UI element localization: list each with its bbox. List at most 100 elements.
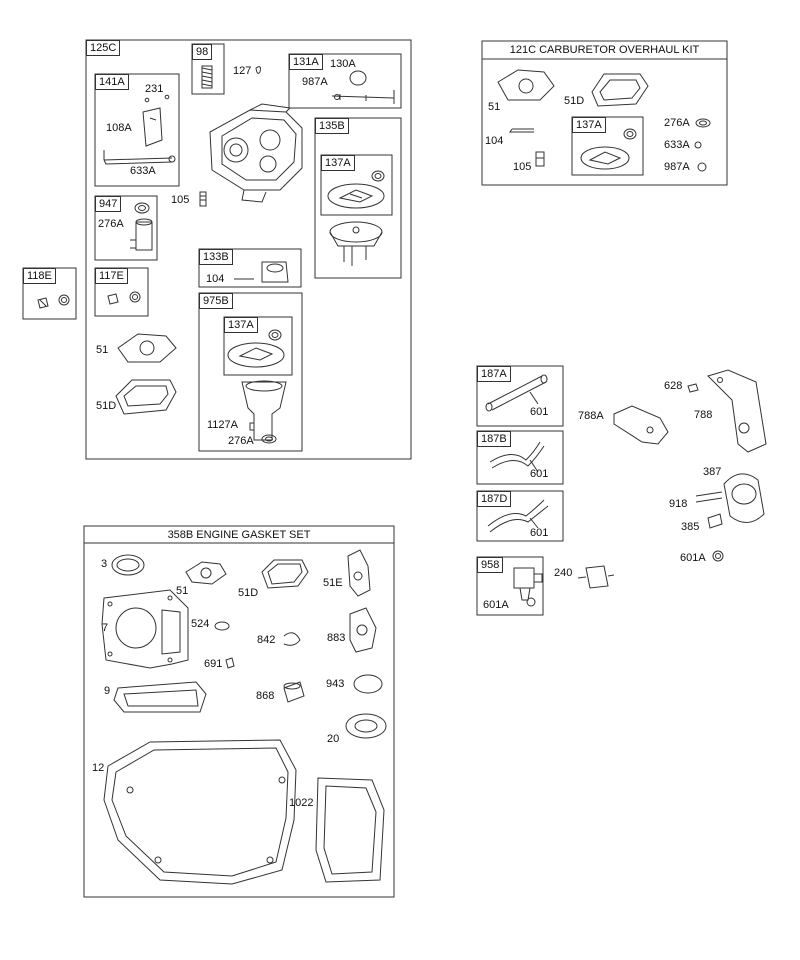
frame-958 xyxy=(476,556,544,616)
bracket-133B xyxy=(261,261,289,283)
callout-385: 385 xyxy=(681,521,700,533)
frame-358B xyxy=(83,525,395,898)
group-label-125C: 125C xyxy=(86,40,121,56)
callout-628: 628 xyxy=(664,380,683,392)
frame-187D xyxy=(476,490,564,542)
valve-cover-gasket-1022 xyxy=(315,777,385,883)
callout-127: 127 xyxy=(233,65,252,77)
oring-943 xyxy=(353,674,383,694)
callout-240: 240 xyxy=(554,567,573,579)
group-label-131A: 131A xyxy=(289,54,323,70)
callout-276A-1: 276A xyxy=(98,218,124,230)
crankcase-gasket-12 xyxy=(103,739,297,885)
gasket-51D-1 xyxy=(115,379,177,415)
callout-987A-2: 987A xyxy=(664,161,690,173)
frame-137A-1 xyxy=(320,154,393,216)
callout-918: 918 xyxy=(669,498,688,510)
frame-975B xyxy=(198,292,303,452)
callout-9: 9 xyxy=(104,685,111,697)
callout-601A-2: 601A xyxy=(680,552,706,564)
callout-51D-2: 51D xyxy=(564,95,585,107)
fuel-pump xyxy=(723,473,765,523)
group-label-117E: 117E xyxy=(95,268,128,284)
kit-title-358B: 358B ENGINE GASKET SET xyxy=(167,529,311,541)
frame-137A-2 xyxy=(223,316,293,376)
group-label-187B: 187B xyxy=(477,431,511,447)
callout-51-2: 51 xyxy=(488,101,501,113)
callout-51-3: 51 xyxy=(176,585,189,597)
callout-524: 524 xyxy=(191,618,210,630)
callout-691: 691 xyxy=(204,658,223,670)
callout-104-1: 104 xyxy=(206,273,225,285)
oil-seal-20 xyxy=(345,713,387,739)
bracket-788 xyxy=(707,369,767,453)
gasket-51E xyxy=(347,549,371,597)
callout-387: 387 xyxy=(703,466,722,478)
carburetor-body xyxy=(209,103,303,203)
callout-788A: 788A xyxy=(578,410,604,422)
frame-133B xyxy=(198,248,302,288)
gasket-51D-2 xyxy=(261,559,309,589)
bracket-788A xyxy=(613,405,669,445)
throttle-shaft xyxy=(103,150,173,165)
callout-601A-1: 601A xyxy=(483,599,509,611)
primer-bulb xyxy=(130,221,153,251)
callout-601-2: 601 xyxy=(530,468,549,480)
group-label-98: 98 xyxy=(192,44,213,60)
callout-1022: 1022 xyxy=(289,797,314,809)
frame-131A xyxy=(288,53,402,109)
group-label-187A: 187A xyxy=(477,366,511,382)
frame-125C xyxy=(85,39,412,460)
fuel-line-187A xyxy=(487,375,547,411)
callout-601-1: 601 xyxy=(530,406,549,418)
callout-108A: 108A xyxy=(106,122,132,134)
callout-231: 231 xyxy=(145,83,164,95)
callout-7: 7 xyxy=(102,622,109,634)
callout-51D-1: 51D xyxy=(96,400,117,412)
callout-842: 842 xyxy=(257,634,276,646)
callout-633A-2: 633A xyxy=(664,139,690,151)
gasket-51-1 xyxy=(117,333,177,363)
group-label-947: 947 xyxy=(95,196,122,212)
throttle-plate xyxy=(142,107,163,147)
group-label-118E: 118E xyxy=(23,268,56,284)
choke-shaft xyxy=(331,90,395,104)
gasket-883 xyxy=(349,607,377,653)
fuel-line-187B xyxy=(489,441,545,469)
group-label-975B: 975B xyxy=(199,293,233,309)
callout-20: 20 xyxy=(327,733,340,745)
frame-141A xyxy=(94,73,180,187)
group-label-141A: 141A xyxy=(95,74,129,90)
group-label-137A-3: 137A xyxy=(572,117,606,133)
clip-127 xyxy=(255,66,261,74)
callout-943: 943 xyxy=(326,678,345,690)
frame-187A xyxy=(476,365,564,427)
shutoff-valve xyxy=(513,567,543,589)
frame-135B xyxy=(314,117,402,279)
callout-3: 3 xyxy=(101,558,108,570)
callout-601-3: 601 xyxy=(530,527,549,539)
frame-137A-3 xyxy=(571,116,644,176)
gasket-9 xyxy=(113,681,207,713)
callout-633A-1: 633A xyxy=(130,165,156,177)
group-label-133B: 133B xyxy=(199,249,233,265)
group-label-958: 958 xyxy=(477,557,504,573)
float-bowl xyxy=(329,221,383,243)
callout-788: 788 xyxy=(694,409,713,421)
frame-947 xyxy=(94,195,158,261)
head-gasket-7 xyxy=(101,589,189,669)
callout-51E: 51E xyxy=(323,577,343,589)
screw-105-1 xyxy=(199,191,207,207)
fuel-line-187D xyxy=(487,499,549,533)
frame-187B xyxy=(476,430,564,485)
seal-868 xyxy=(283,681,305,703)
callout-130A: 130A xyxy=(330,58,356,70)
callout-883: 883 xyxy=(327,632,346,644)
callout-276A-2: 276A xyxy=(228,435,254,447)
callout-105-1: 105 xyxy=(171,194,190,206)
group-label-187D: 187D xyxy=(477,491,512,507)
group-label-137A-2: 137A xyxy=(224,317,258,333)
kit-title-121C: 121C CARBURETOR OVERHAUL KIT xyxy=(509,44,700,56)
